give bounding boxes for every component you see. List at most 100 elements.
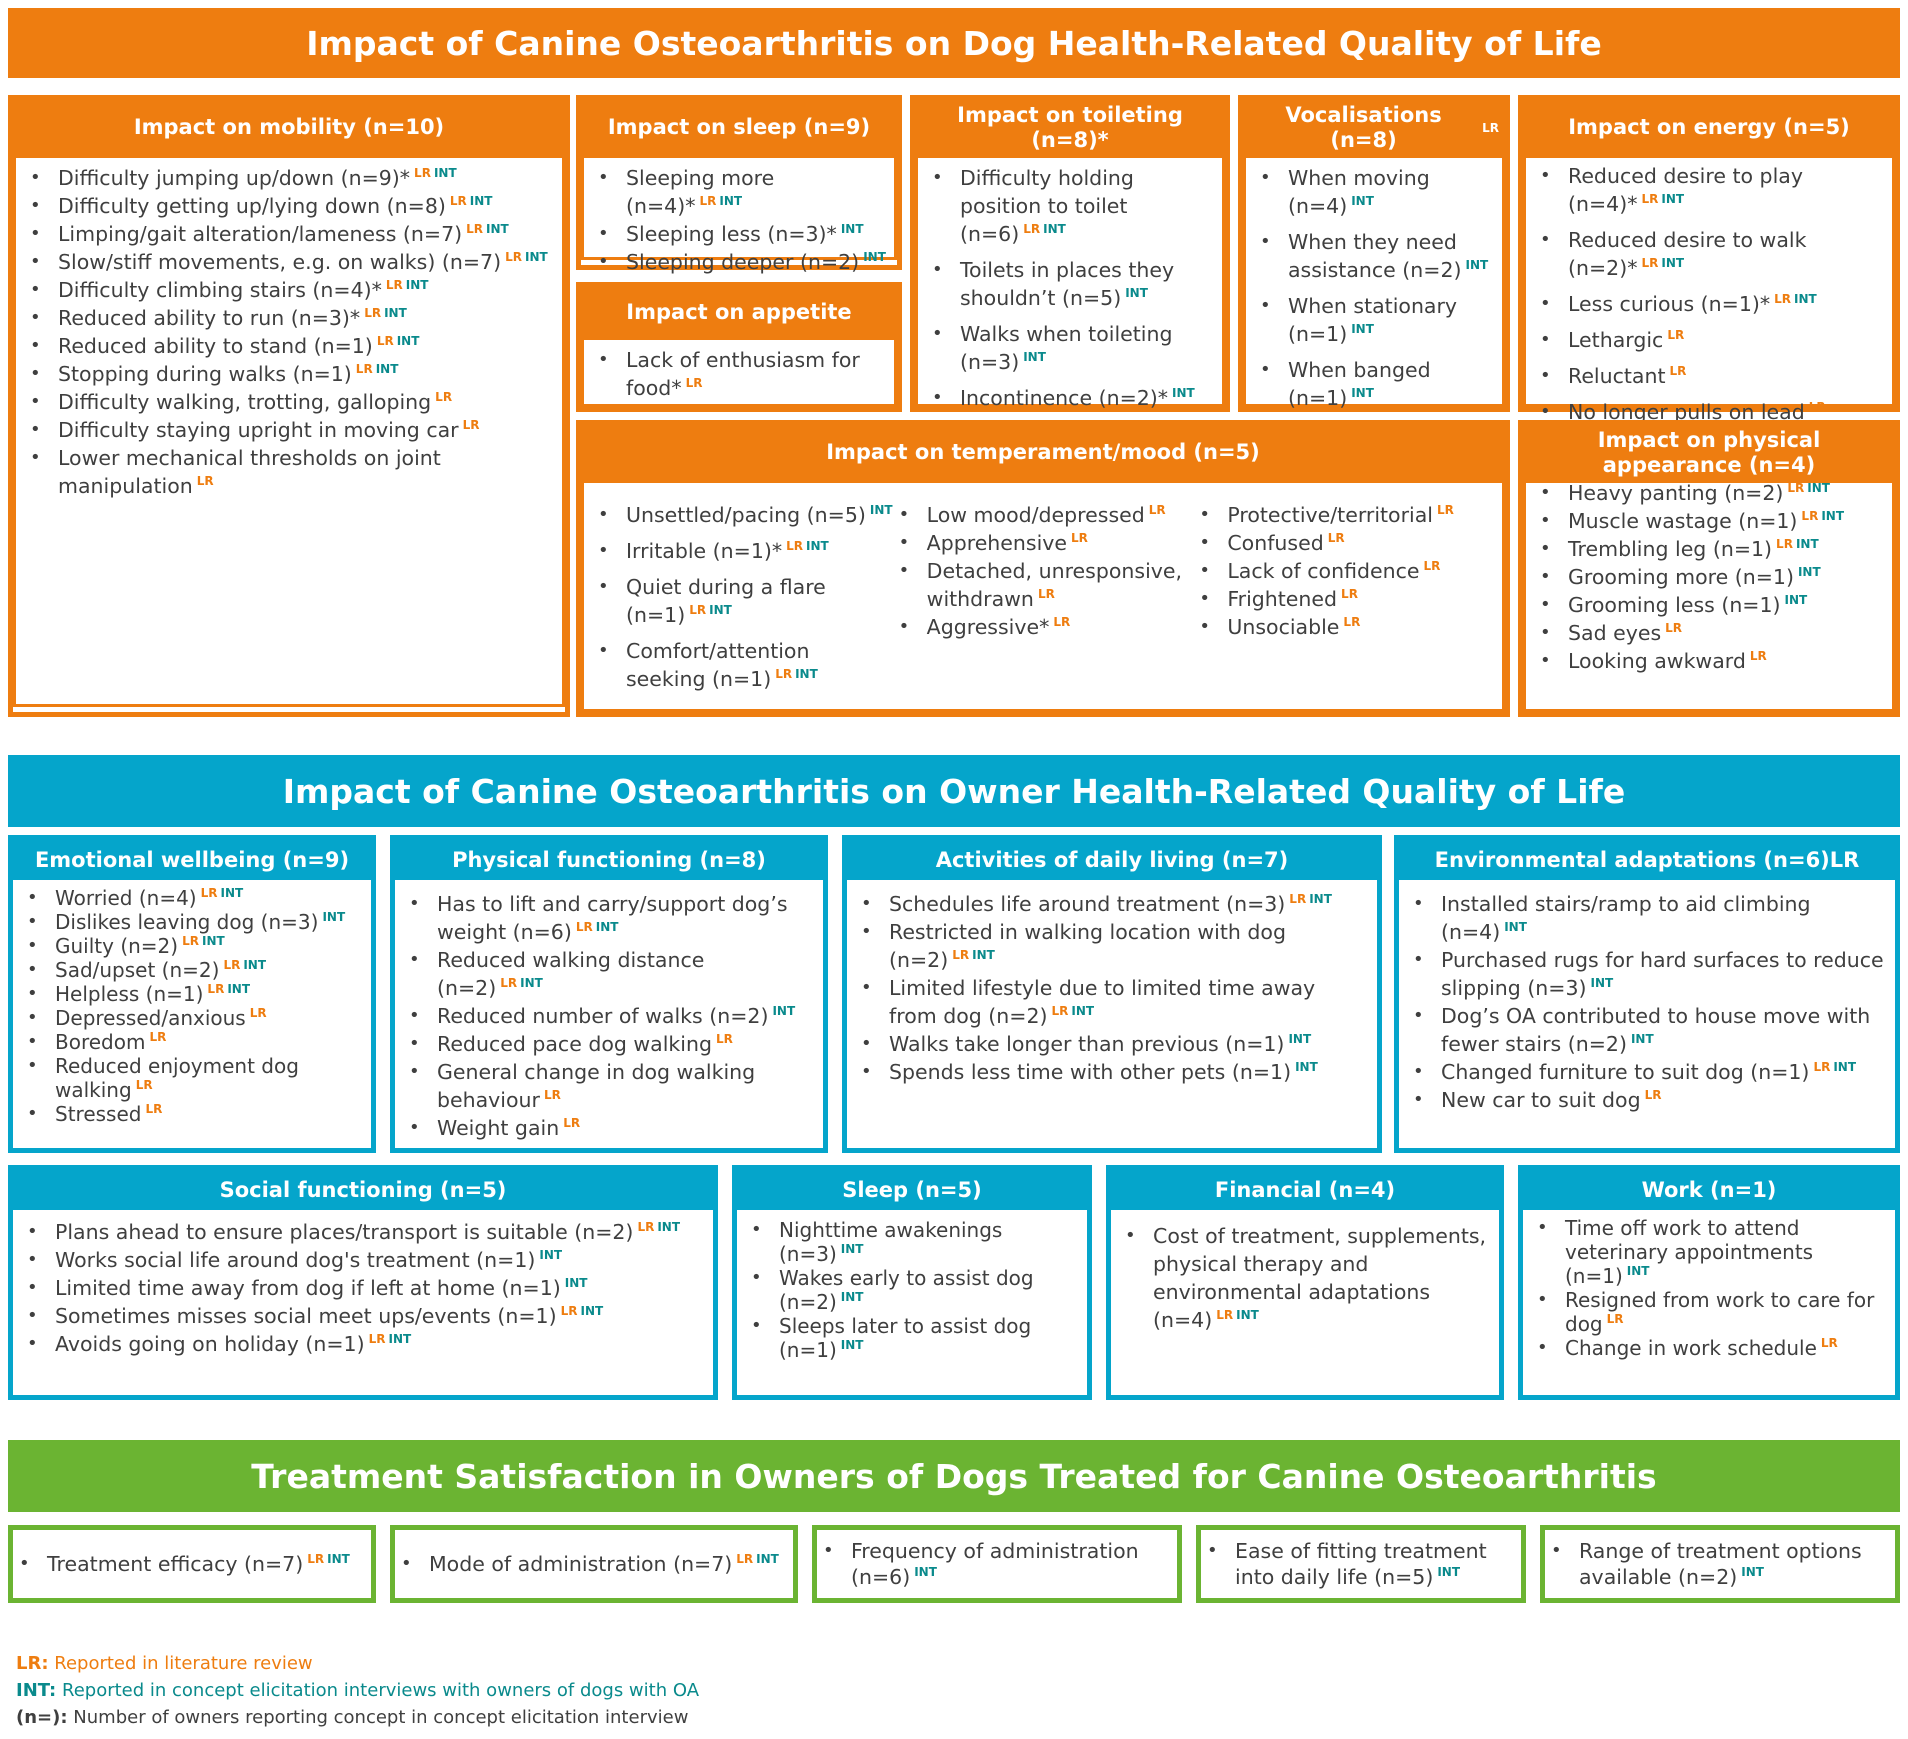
int-tag: INT (388, 1332, 412, 1347)
list-item: General change in dog walking behaviourL… (403, 1058, 815, 1114)
temperament-col-1: Unsettled/pacing (n=5)INTIrritable (n=1)… (592, 501, 893, 709)
lr-tag: LR (1341, 587, 1358, 602)
list-item-text: Reduced ability to stand (n=1) (58, 334, 373, 358)
appearance-box: Impact on physical appearance (n=4) Heav… (1518, 420, 1900, 717)
int-tag: INT (657, 1220, 681, 1235)
list-item-text: New car to suit dog (1441, 1088, 1641, 1112)
lr-tag: LR (1071, 531, 1088, 546)
owner-sleep-box: Sleep (n=5) Nighttime awakenings (n=3)IN… (732, 1165, 1092, 1400)
int-tag: INT (1351, 322, 1374, 337)
int-tag: INT (1465, 258, 1489, 273)
list-item-text: Comfort/attention seeking (n=1) (626, 639, 810, 691)
list-item-text: When moving (n=4) (1288, 166, 1430, 218)
int-tag: INT (1236, 1308, 1259, 1323)
list-item-text: Restricted in walking location with dog … (889, 920, 1286, 972)
sleep-impact-title: Impact on sleep (n=9) (581, 100, 897, 155)
adl-title: Activities of daily living (n=7) (847, 840, 1377, 880)
treatment-item-3: Frequency of administration (n=6)INT (812, 1525, 1182, 1603)
list-item: Spends less time with other pets (n=1)IN… (855, 1058, 1369, 1086)
list-item-text: Mode of administration (n=7) (429, 1552, 733, 1576)
list-item-text: Protective/territorial (1227, 503, 1433, 527)
list-item: Plans ahead to ensure places/transport i… (21, 1218, 705, 1246)
int-tag: INT (1351, 194, 1374, 209)
int-tag: INT (564, 1276, 588, 1291)
list-item-text: Confused (1227, 531, 1324, 555)
lr-tag: LR (368, 1332, 386, 1347)
list-item: Sometimes misses social meet ups/events … (21, 1302, 705, 1330)
lr-tag: LR (385, 278, 403, 293)
lr-tag: LR (575, 920, 593, 935)
list-item-text: Purchased rugs for hard surfaces to redu… (1441, 948, 1884, 1000)
list-item-text: Reduced walking distance (n=2) (437, 948, 705, 1000)
list-item: Slow/stiff movements, e.g. on walks) (n=… (24, 248, 554, 276)
social-title: Social functioning (n=5) (13, 1170, 713, 1210)
env-box: Environmental adaptations (n=6)LR Instal… (1394, 835, 1900, 1153)
int-tag: INT (1833, 1060, 1857, 1075)
int-tag: INT (772, 1004, 796, 1019)
lr-tag: LR (449, 194, 467, 209)
int-tag: INT (1784, 593, 1808, 608)
int-tag: INT (243, 958, 267, 973)
temperament-title: Impact on temperament/mood (n=5) (581, 425, 1505, 480)
list-item-text: Range of treatment options available (n=… (1579, 1539, 1862, 1589)
list-item: When stationary (n=1)INT (1254, 292, 1494, 348)
lr-tag: LR (1606, 1312, 1624, 1327)
work-box: Work (n=1) Time off work to attend veter… (1518, 1165, 1900, 1400)
list-item-text: Limping/gait alteration/lameness (n=7) (58, 222, 463, 246)
list-item-text: Resigned from work to care for dog (1565, 1288, 1875, 1336)
legend: LR: Reported in literature review INT: R… (16, 1650, 699, 1731)
vocalisations-title: Vocalisations (n=8)LR (1243, 100, 1505, 155)
energy-box: Impact on energy (n=5) Reduced desire to… (1518, 95, 1900, 426)
lr-tag: LR (952, 948, 970, 963)
list-item-text: Time off work to attend veterinary appoi… (1565, 1216, 1814, 1288)
lr-tag: LR (1808, 400, 1826, 415)
lr-tag: LR (249, 1006, 267, 1021)
int-tag: INT (1504, 920, 1527, 935)
list-item-text: Reduced desire to play (n=4)* (1568, 164, 1803, 216)
lr-tag: LR (1053, 615, 1071, 630)
int-tag: INT (1125, 286, 1148, 301)
list-item-text: Reduced pace dog walking (437, 1032, 713, 1056)
mobility-title: Impact on mobility (n=10) (13, 100, 565, 155)
toileting-list: Difficulty holding position to toilet (n… (926, 164, 1214, 412)
list-item: Dog’s OA contributed to house move with … (1407, 1002, 1887, 1058)
int-tag: INT (1795, 537, 1819, 552)
list-item-text: Stressed (55, 1102, 142, 1126)
lr-tag: LR (699, 194, 717, 209)
list-item: Grooming less (n=1)INT (1534, 591, 1884, 619)
list-item-text: Has to lift and carry/support dog’s weig… (437, 892, 788, 944)
legend-lr: LR: Reported in literature review (16, 1653, 313, 1674)
lr-tag: LR (466, 222, 484, 237)
lr-tag: LR (149, 1030, 167, 1045)
list-item-text: Difficulty jumping up/down (n=9)* (58, 166, 411, 190)
list-item-text: Avoids going on holiday (n=1) (55, 1332, 365, 1356)
lr-tag: LR (435, 390, 453, 405)
temperament-col-2: Low mood/depressedLRApprehensiveLRDetach… (893, 501, 1194, 709)
lr-tag: LR (364, 306, 382, 321)
physical-title: Physical functioning (n=8) (395, 840, 823, 880)
lr-tag: LR (1423, 559, 1441, 574)
lr-tag: LR (1669, 364, 1687, 379)
list-item-text: Low mood/depressed (926, 503, 1145, 527)
work-list: Time off work to attend veterinary appoi… (1531, 1216, 1887, 1360)
lr-tag: LR (223, 958, 241, 973)
env-title: Environmental adaptations (n=6)LR (1399, 840, 1895, 880)
list-item-text: Lethargic (1568, 328, 1664, 352)
int-tag: INT (322, 910, 346, 925)
list-item-text: Grooming more (n=1) (1568, 565, 1794, 589)
list-item-text: Lack of confidence (1227, 559, 1420, 583)
int-tag: INT (719, 194, 743, 209)
vocalisations-list: When moving (n=4)INTWhen they need assis… (1254, 164, 1494, 412)
